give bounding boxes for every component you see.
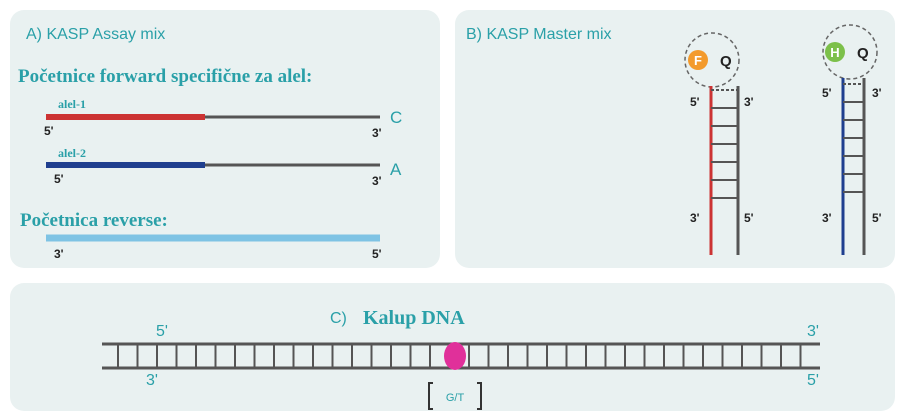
fluorophore-f-icon bbox=[688, 50, 708, 70]
cassette-f-top-left-end: 5' bbox=[690, 95, 700, 109]
reverse-primer-5prime-end: 5' bbox=[372, 247, 382, 261]
cassette-f-bottom-right-end: 5' bbox=[744, 211, 754, 225]
fret-cassette-h: H Q 5' 3' 3' 5' bbox=[822, 24, 882, 255]
allele-2-label: alel-2 bbox=[58, 146, 86, 160]
allele-2-3prime-end: 3' bbox=[372, 174, 382, 188]
reverse-primer-3prime-end: 3' bbox=[54, 247, 64, 261]
panel-c-title: Kalup DNA bbox=[363, 307, 465, 329]
cassette-h-rungs bbox=[843, 101, 864, 193]
snp-bracket-left bbox=[428, 382, 433, 410]
panel-b-title: B) KASP Master mix bbox=[466, 26, 612, 43]
template-bottom-5prime-end: 5' bbox=[807, 372, 819, 389]
forward-primers-heading: Početnice forward specifične za alel: bbox=[18, 66, 312, 87]
cassette-h-bottom-left-end: 3' bbox=[822, 211, 832, 225]
quencher-2-label: Q bbox=[857, 45, 869, 62]
reverse-primer-heading: Početnica reverse: bbox=[20, 210, 168, 231]
panel-a-background bbox=[10, 10, 440, 268]
panel-a-title: A) KASP Assay mix bbox=[26, 26, 165, 43]
cassette-f-rungs bbox=[711, 107, 738, 199]
allele-2-base: A bbox=[390, 160, 402, 179]
template-top-5prime-end: 5' bbox=[156, 323, 168, 340]
fret-cassette-f: F Q 5' 3' 3' 5' bbox=[684, 32, 754, 255]
quencher-1-label: Q bbox=[720, 53, 732, 70]
panel-b-background bbox=[455, 10, 895, 268]
cassette-h-top-right-end: 3' bbox=[872, 86, 882, 100]
template-base-pairs bbox=[117, 344, 802, 368]
fluorophore-h-icon bbox=[825, 42, 845, 62]
snp-site-marker bbox=[444, 342, 466, 370]
allele-1-3prime-end: 3' bbox=[372, 126, 382, 140]
fluorophore-h-label: H bbox=[830, 45, 839, 60]
allele-2-5prime-end: 5' bbox=[54, 172, 64, 186]
allele-1-label: alel-1 bbox=[58, 97, 86, 111]
cassette-f-bottom-left-end: 3' bbox=[690, 211, 700, 225]
allele-1-5prime-end: 5' bbox=[44, 124, 54, 138]
allele-1-base: C bbox=[390, 108, 402, 127]
cassette-h-bottom-right-end: 5' bbox=[872, 211, 882, 225]
cassette-h-quench-ring bbox=[822, 24, 878, 80]
fluorophore-f-label: F bbox=[694, 53, 702, 68]
panel-c-prefix: C) bbox=[330, 310, 347, 327]
cassette-f-top-right-end: 3' bbox=[744, 95, 754, 109]
template-bottom-3prime-end: 3' bbox=[146, 372, 158, 389]
template-top-3prime-end: 3' bbox=[807, 323, 819, 340]
cassette-h-top-left-end: 5' bbox=[822, 86, 832, 100]
snp-alleles-label: G/T bbox=[446, 392, 465, 404]
snp-bracket-right bbox=[477, 382, 482, 410]
